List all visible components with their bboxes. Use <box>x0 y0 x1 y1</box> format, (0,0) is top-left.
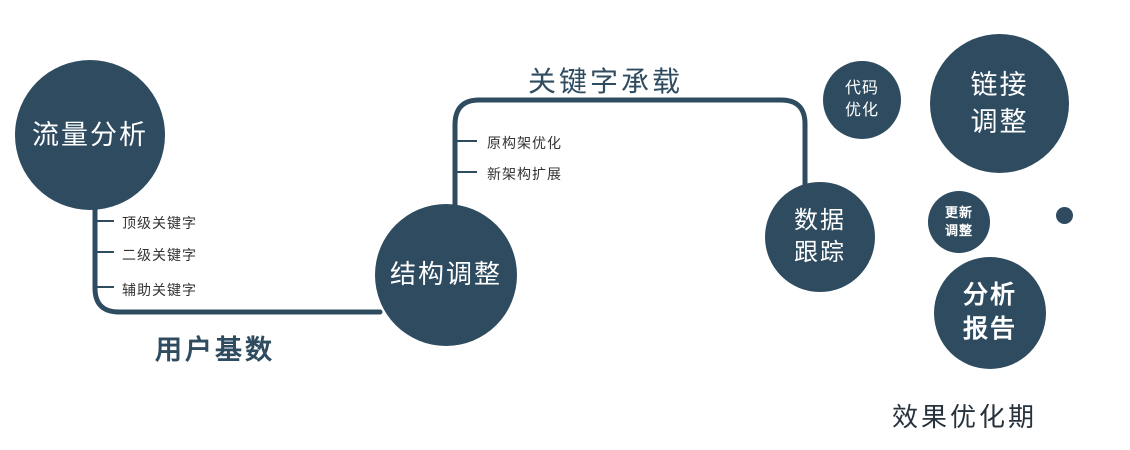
node-code-optimization: 代码 优化 <box>823 61 901 139</box>
small-dot-marker <box>1056 207 1073 224</box>
tick-marks-left <box>95 220 114 288</box>
branch-label-secondary-keywords: 二级关键字 <box>122 247 197 263</box>
connector-left-path <box>92 195 383 315</box>
edge-label-effect-optimization-period: 效果优化期 <box>892 402 1038 432</box>
node-link-adjustment: 链接 调整 <box>930 34 1069 173</box>
branch-label-top-keywords: 顶级关键字 <box>122 215 197 231</box>
node-analysis-report: 分析 报告 <box>934 257 1046 369</box>
node-structure-adjustment: 结构调整 <box>375 204 517 346</box>
node-update-adjustment: 更新 调整 <box>928 191 990 253</box>
connector-top-path <box>452 97 808 210</box>
node-traffic-analysis: 流量分析 <box>15 60 165 210</box>
branch-label-original-architecture: 原构架优化 <box>487 135 562 151</box>
edge-label-keyword-carry: 关键字承载 <box>528 66 684 97</box>
tick-marks-middle <box>455 140 477 173</box>
branch-label-new-architecture: 新架构扩展 <box>487 166 562 182</box>
node-data-tracking: 数据 跟踪 <box>765 182 875 292</box>
branch-label-auxiliary-keywords: 辅助关键字 <box>122 282 197 298</box>
edge-label-user-base: 用户基数 <box>155 335 275 365</box>
